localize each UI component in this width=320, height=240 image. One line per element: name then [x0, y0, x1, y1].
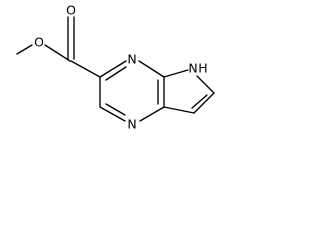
bond-pyrrole-c6-c5-inner [191, 94, 208, 109]
bond-ring-c7a-n1 [139, 106, 165, 122]
chemical-structure-diagram: O O N N N H [16, 3, 215, 132]
bond-pyrrole-c4a-nh [163, 69, 189, 78]
atom-ester-oxygen: O [34, 35, 44, 50]
atom-labels: O O N N N H [34, 3, 208, 132]
bond-ring-c3-n4-inner [105, 66, 127, 81]
bond-pyrrole-nh-c6 [196, 75, 215, 94]
bond-pyrrole-c6-c5 [193, 92, 215, 114]
bond-pyrrole-c5-c7a [163, 106, 195, 114]
atom-pyrrole-nitrogen: N [188, 61, 197, 76]
atom-pyrazine-nitrogen-lower: N [127, 117, 136, 132]
bond-layer [16, 16, 215, 122]
bond-ring-n1-c2-inner [105, 103, 126, 116]
bond-ring-n4-c4a [138, 60, 165, 78]
bond-carbonyl-to-ring [70, 60, 101, 78]
bond-methyl-ester-oxygen [16, 44, 33, 55]
bond-ester-oxygen-carbonyl-carbon [44, 44, 71, 62]
bond-ring-n1-c2 [99, 106, 126, 122]
atom-pyrrole-hydrogen: H [198, 61, 207, 76]
atom-carbonyl-oxygen: O [66, 3, 76, 18]
atom-pyrazine-nitrogen-upper: N [127, 52, 136, 67]
bond-ring-c3-n4 [99, 60, 127, 78]
